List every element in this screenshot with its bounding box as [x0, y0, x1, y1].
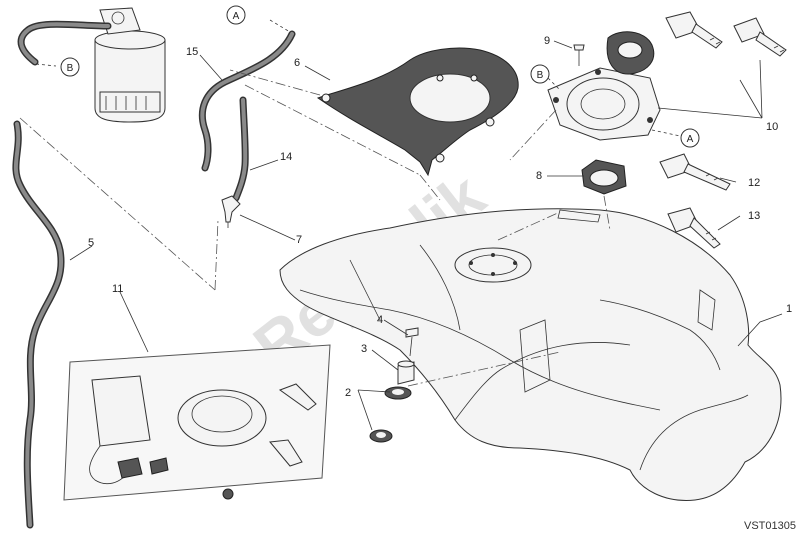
key[interactable] — [659, 153, 731, 191]
rubber-grommet[interactable] — [369, 429, 393, 443]
screw[interactable] — [573, 44, 585, 66]
callout-1: 1 — [786, 303, 792, 315]
connector-a-label: A — [233, 11, 240, 22]
callout-2: 2 — [345, 387, 351, 399]
drawing-code: VST01305 — [744, 520, 796, 532]
callout-12: 12 — [748, 177, 760, 189]
callout-5: 5 — [88, 237, 94, 249]
callout-13: 13 — [748, 210, 760, 222]
fuel-tank[interactable] — [279, 208, 782, 501]
callout-10: 10 — [766, 121, 778, 133]
y-connector[interactable] — [221, 195, 241, 228]
callout-15: 15 — [186, 46, 198, 58]
callout-4: 4 — [377, 314, 383, 326]
callout-9: 9 — [544, 35, 550, 47]
callout-11: 11 — [112, 283, 123, 295]
gasket[interactable] — [581, 159, 627, 195]
key[interactable] — [733, 17, 787, 57]
key[interactable] — [667, 207, 721, 249]
callout-6: 6 — [294, 57, 300, 69]
connector-a-label: A — [687, 134, 694, 145]
callout-7: 7 — [296, 234, 302, 246]
callout-14: 14 — [280, 151, 292, 163]
rubber-grommet[interactable] — [384, 386, 412, 400]
connector-b-label: B — [67, 63, 74, 74]
bolt[interactable] — [405, 327, 419, 357]
callout-3: 3 — [361, 343, 367, 355]
lock-kit-panel[interactable] — [63, 344, 331, 501]
connector-b-label: B — [537, 70, 544, 81]
callout-8: 8 — [536, 170, 542, 182]
heat-shield-plate[interactable] — [316, 47, 519, 177]
evap-canister[interactable] — [94, 7, 166, 123]
spacer[interactable] — [397, 360, 415, 385]
key[interactable] — [665, 11, 723, 49]
filler-cap-assembly[interactable] — [547, 31, 661, 141]
